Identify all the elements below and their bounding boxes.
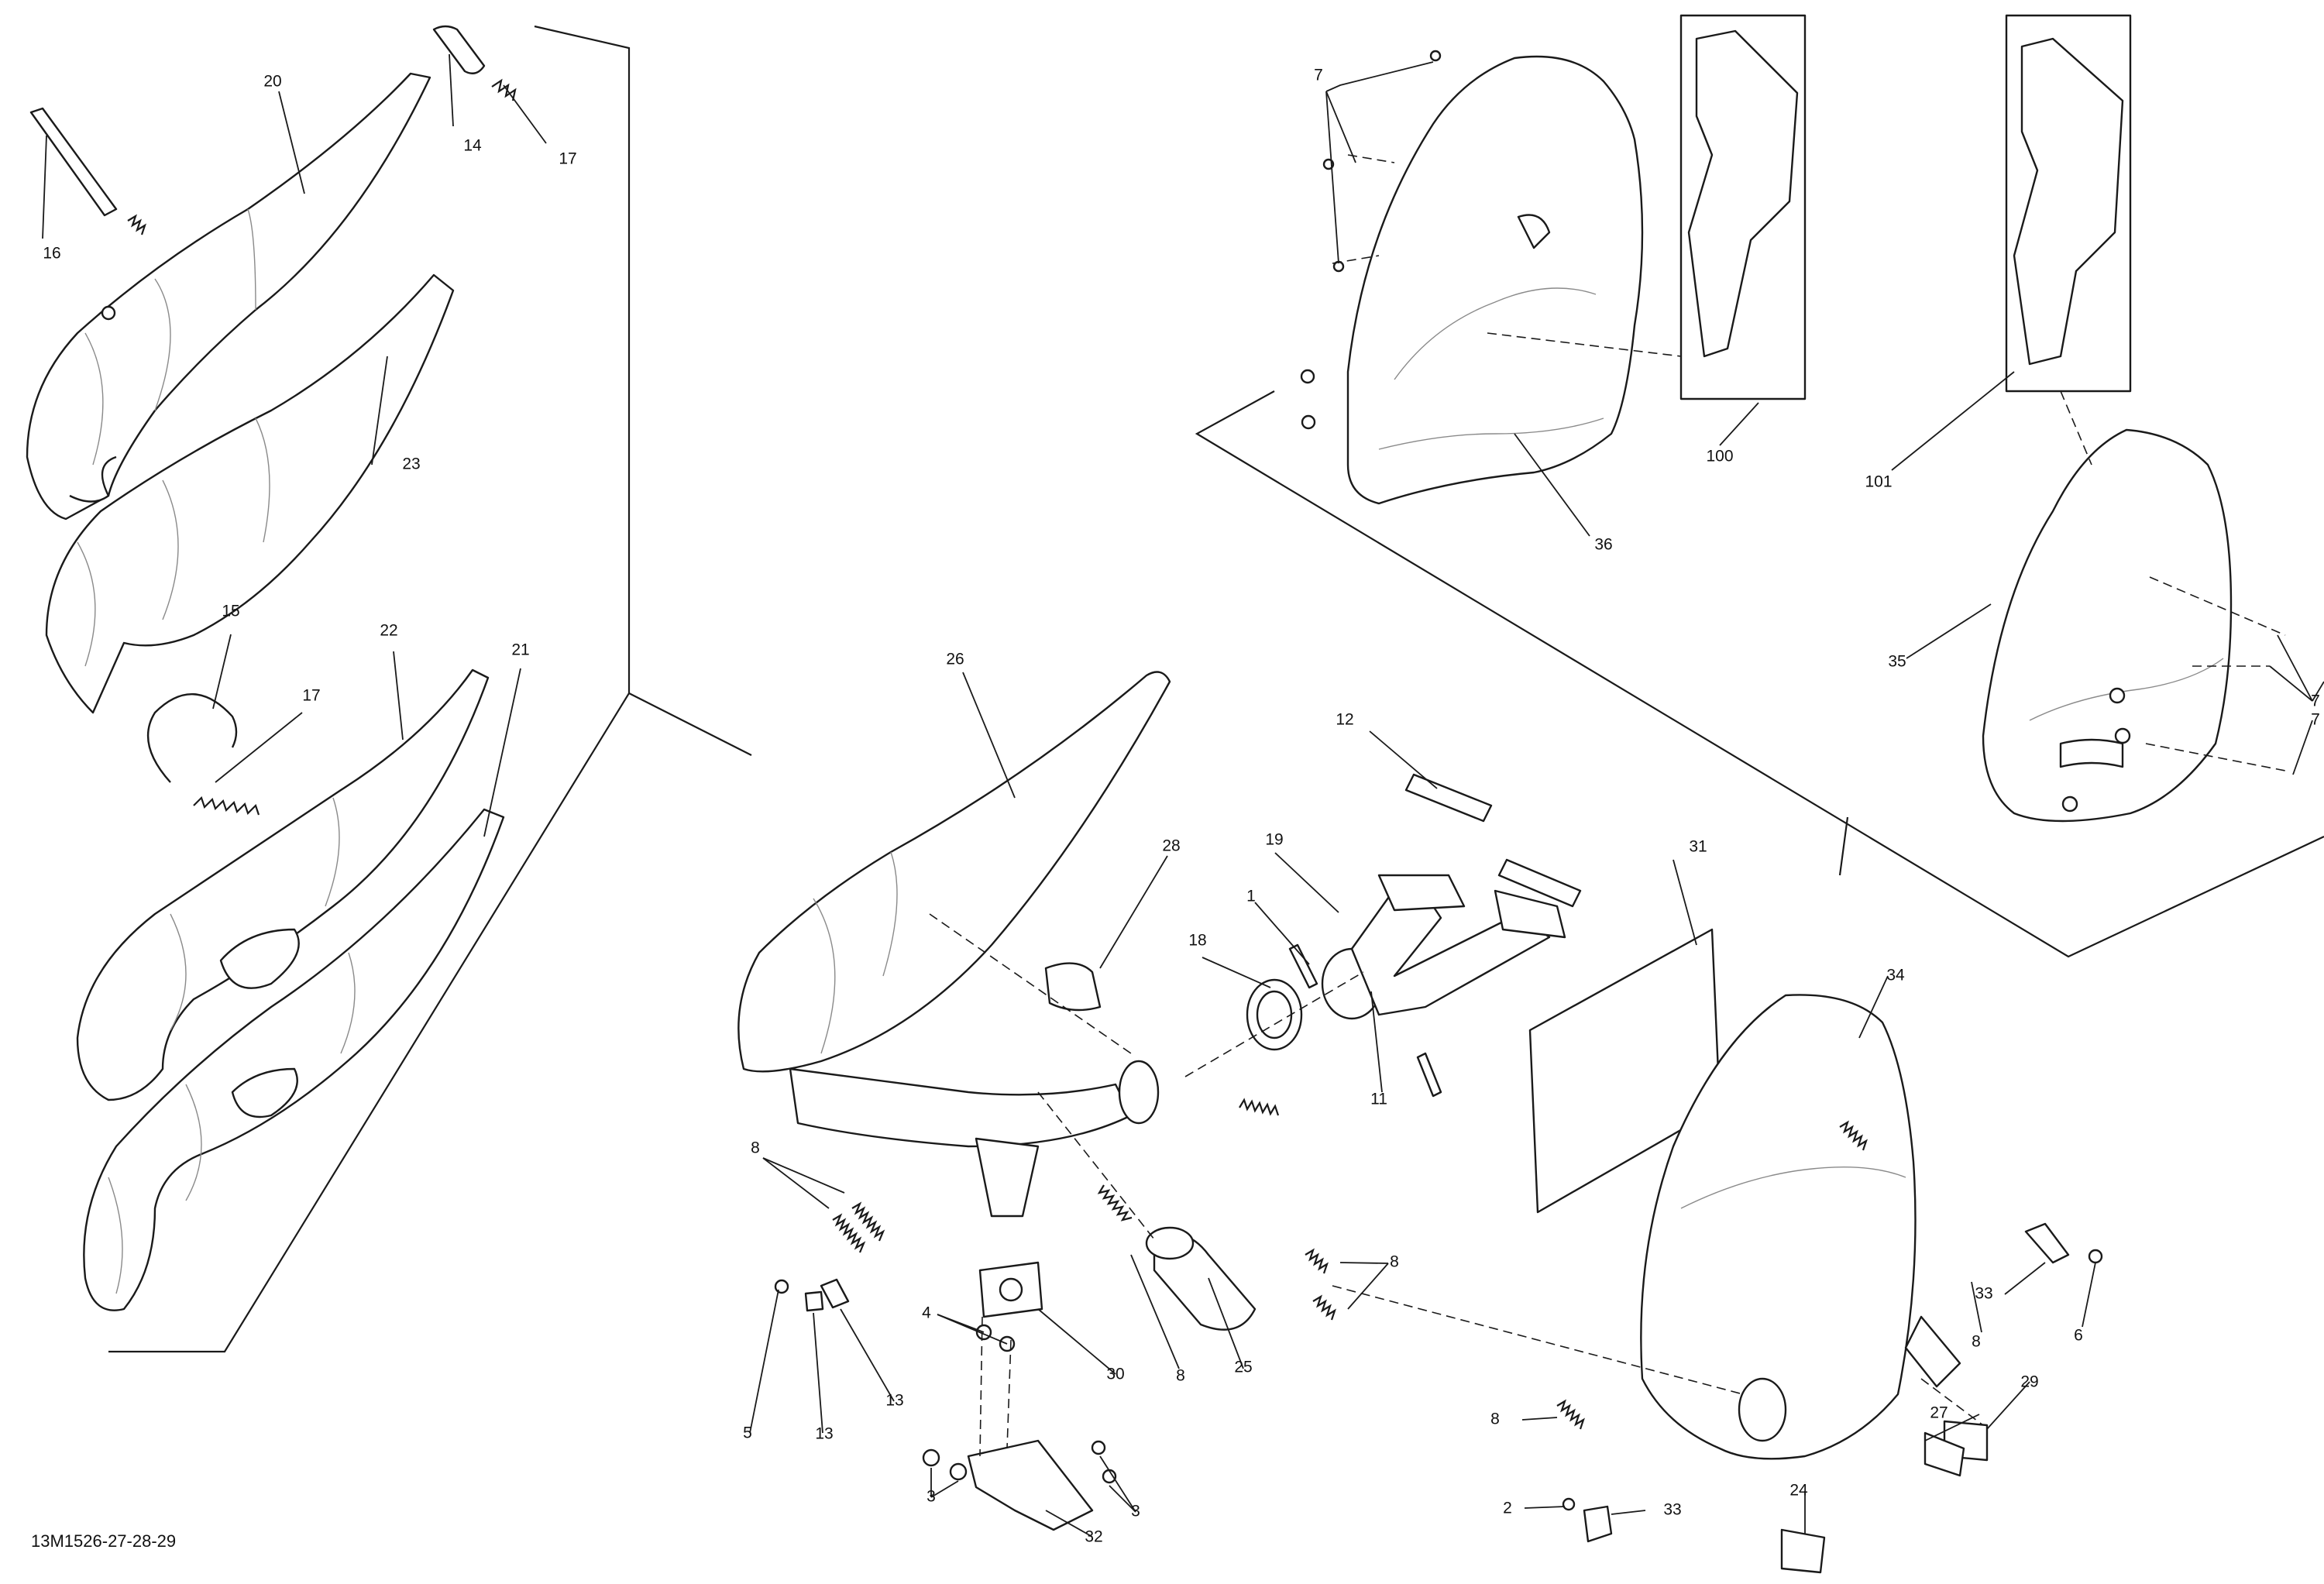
callout-25: 25 [1234, 1359, 1252, 1376]
callout-3-left: 3 [927, 1488, 936, 1506]
callout-18: 18 [1188, 932, 1206, 950]
callout-13-left: 13 [815, 1425, 833, 1443]
ring-clamp-15 [146, 693, 238, 783]
diagram-code: 13M1526-27-28-29 [31, 1531, 176, 1551]
callout-13-right: 13 [885, 1392, 903, 1410]
tuned-pipe-26 [737, 671, 1171, 1073]
gasket-18 [1246, 978, 1303, 1051]
callout-5: 5 [743, 1424, 752, 1442]
callout-100: 100 [1706, 448, 1733, 466]
bracket-32 [967, 1439, 1094, 1531]
assembly-guides [929, 154, 2286, 1457]
callout-31: 31 [1689, 838, 1707, 856]
callout-30: 30 [1106, 1366, 1124, 1383]
tuned-pipe-20 [26, 72, 431, 521]
callout-3-center: 3 [1131, 1503, 1140, 1520]
spring-17 [193, 795, 260, 816]
callout-22: 22 [380, 622, 397, 640]
callout-29: 29 [2020, 1373, 2038, 1391]
callout-21: 21 [511, 641, 529, 659]
mid-pipe-25 [1145, 1226, 1257, 1331]
callout-8-muffler: 8 [1972, 1333, 1981, 1351]
leader-lines [42, 53, 2324, 1538]
callout-16: 16 [43, 245, 60, 263]
callout-7-top: 7 [1314, 67, 1323, 84]
small-hardware-center [774, 1278, 1117, 1484]
hardware-right [1300, 50, 2131, 1574]
tuned-pipe-23 [45, 273, 455, 714]
heat-shield-100 [1679, 14, 1807, 400]
callout-35: 35 [1888, 653, 1906, 671]
exhaust-manifold-11 [1321, 874, 1566, 1020]
collar-28 [1044, 962, 1102, 1012]
bolts-1 [1288, 943, 1442, 1098]
callout-12: 12 [1336, 711, 1353, 729]
callout-27: 27 [1930, 1404, 1948, 1422]
clamp-16 [29, 107, 146, 235]
muffler-36 [1346, 55, 1644, 505]
callout-7-right-top: 7 [2311, 692, 2320, 710]
callout-14: 14 [463, 137, 482, 155]
callout-24: 24 [1789, 1482, 1808, 1500]
callout-34: 34 [1886, 967, 1905, 984]
muffler-35 [1982, 428, 2233, 823]
heat-shield-22 [76, 668, 490, 1101]
callout-8-right: 8 [1390, 1253, 1399, 1271]
callout-7-right-bottom: 7 [2311, 711, 2320, 729]
callout-20: 20 [263, 73, 281, 91]
callout-28: 28 [1162, 837, 1180, 855]
bracket-30 [978, 1261, 1043, 1318]
callout-1: 1 [1246, 888, 1256, 905]
callout-19: 19 [1265, 831, 1283, 849]
callout-4: 4 [922, 1304, 931, 1322]
callout-8-center: 8 [1176, 1367, 1185, 1385]
muffler-34 [1640, 994, 1961, 1460]
spring-17-top [491, 78, 517, 101]
clamp-14 [432, 25, 486, 74]
springs-8-center [832, 1098, 1336, 1321]
callout-labels: 20 16 14 17 23 15 17 22 21 26 28 18 19 1… [43, 67, 2320, 1546]
callout-101: 101 [1865, 473, 1892, 491]
callout-32: 32 [1085, 1528, 1102, 1546]
callout-33-right: 33 [1975, 1285, 1992, 1303]
heat-shield-21 [83, 808, 505, 1311]
mid-pipe-25-connector [789, 1060, 1160, 1218]
gaskets-12 [1404, 773, 1582, 908]
callout-36: 36 [1594, 536, 1612, 554]
callout-17-top: 17 [559, 150, 576, 168]
callout-23: 23 [402, 455, 420, 473]
callout-8-left: 8 [751, 1139, 760, 1157]
callout-33-bottom: 33 [1663, 1501, 1681, 1519]
callout-6: 6 [2074, 1327, 2083, 1345]
callout-8-bottom: 8 [1490, 1410, 1500, 1428]
springs-8-right [1556, 1120, 1868, 1430]
callout-2: 2 [1503, 1500, 1512, 1517]
callout-15: 15 [222, 603, 239, 620]
callout-26: 26 [946, 651, 964, 668]
heat-shield-101 [2005, 14, 2132, 393]
callout-11: 11 [1370, 1091, 1387, 1108]
group-outlines [108, 25, 2324, 1353]
callout-17: 17 [302, 687, 320, 705]
